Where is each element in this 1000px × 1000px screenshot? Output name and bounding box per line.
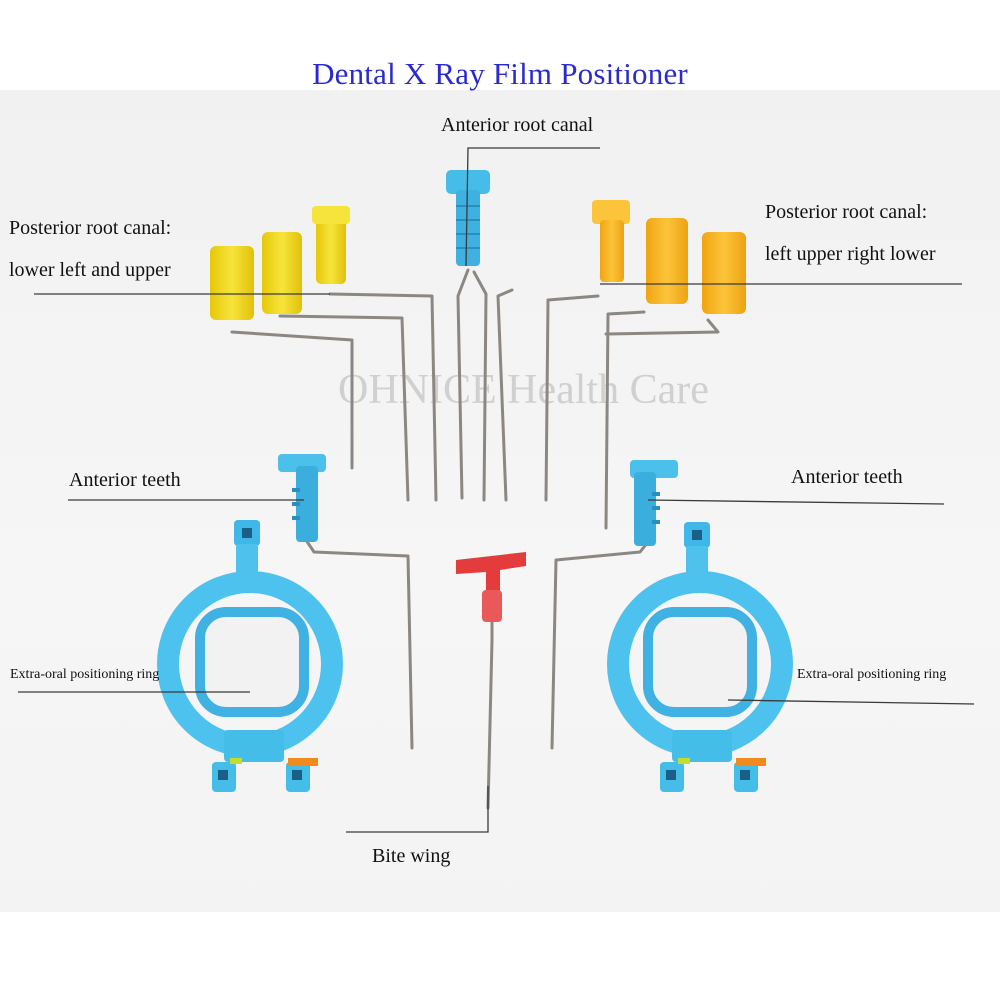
orange-bite-blocks bbox=[592, 200, 746, 314]
label-ring-right: Extra-oral positioning ring bbox=[797, 667, 947, 682]
callout-line-anterior-teeth-right bbox=[647, 499, 945, 505]
callout-line-anterior-root-canal bbox=[465, 147, 600, 267]
label-posterior-right-line1: Posterior root canal: bbox=[765, 201, 928, 223]
label-anterior-root-canal: Anterior root canal bbox=[441, 114, 594, 136]
callout-line-ring-right bbox=[727, 699, 975, 705]
label-anterior-teeth-right: Anterior teeth bbox=[791, 466, 903, 488]
blue-anterior-teeth-blocks bbox=[278, 454, 678, 546]
watermark: OHNICE Health Care bbox=[338, 367, 709, 413]
label-posterior-left-line1: Posterior root canal: bbox=[9, 217, 172, 239]
blue-positioning-ring-left bbox=[157, 520, 343, 792]
label-posterior-left-line2: lower left and upper bbox=[9, 259, 171, 281]
label-posterior-right-line2: left upper right lower bbox=[765, 243, 936, 265]
callout-lines bbox=[18, 147, 975, 833]
callout-line-bite-wing bbox=[346, 786, 489, 833]
red-bite-wing bbox=[456, 552, 526, 622]
page-title: Dental X Ray Film Positioner bbox=[312, 56, 688, 91]
blue-positioning-ring-right bbox=[607, 522, 793, 792]
label-bite-wing: Bite wing bbox=[372, 845, 451, 867]
product-photo-background bbox=[0, 90, 1000, 912]
steel-rods bbox=[230, 268, 720, 810]
label-anterior-teeth-left: Anterior teeth bbox=[69, 469, 181, 491]
label-ring-left: Extra-oral positioning ring bbox=[10, 667, 160, 682]
yellow-bite-blocks bbox=[210, 206, 350, 320]
